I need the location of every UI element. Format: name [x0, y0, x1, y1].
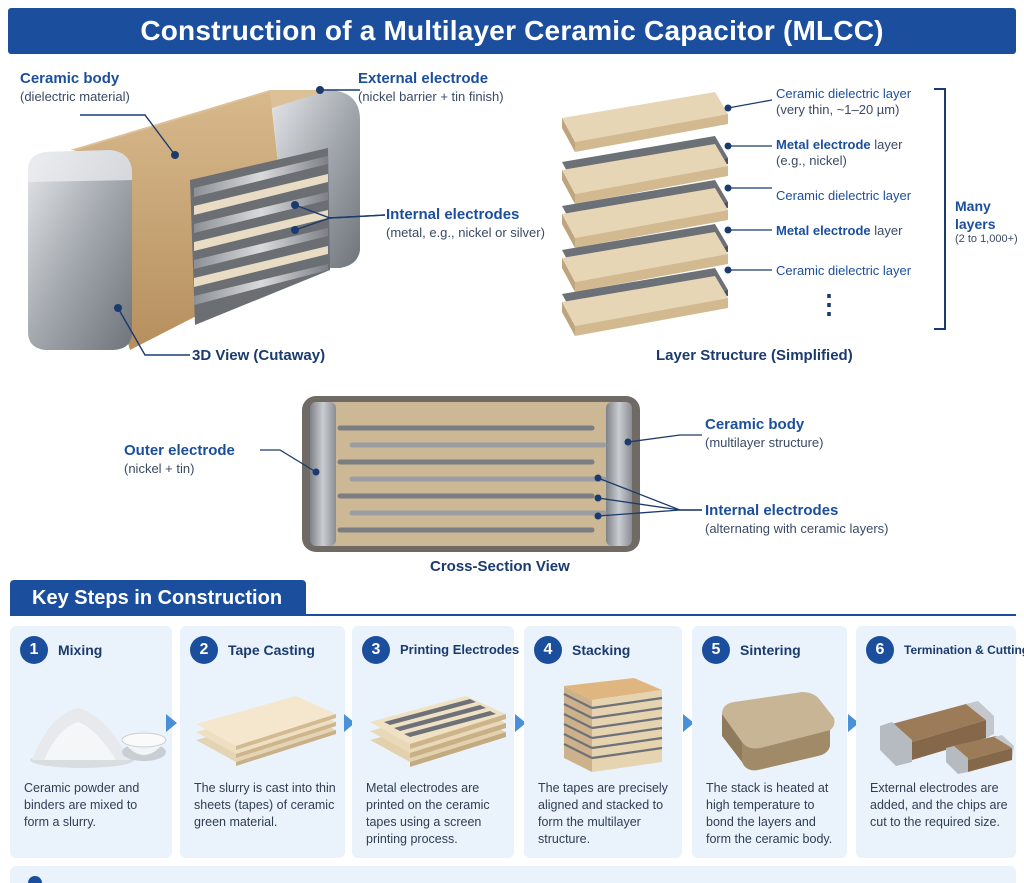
label-outer-electrode: Outer electrode (nickel + tin) — [124, 442, 235, 477]
step-card-3: 3 Printing Electrodes Metal electrodes a… — [352, 626, 519, 858]
label-ceramic-body-3d-title: Ceramic body — [20, 70, 120, 87]
label-outer-electrode-sub: (nickel + tin) — [124, 460, 195, 476]
layer-stack-illustration — [562, 92, 773, 336]
layer-label-1-title: Ceramic dielectric layer — [776, 86, 912, 101]
layer-label-5-title: Ceramic dielectric layer — [776, 263, 912, 278]
info-icon — [28, 876, 42, 883]
step-4-description: The tapes are precisely aligned and stac… — [538, 781, 668, 846]
step-card-2: 2 Tape Casting The slurry is cast into t… — [180, 626, 345, 858]
sintered-block-icon — [722, 692, 835, 771]
step-arrow-4 — [683, 714, 694, 732]
layer-label-2: Metal electrode layer (e.g., nickel) — [776, 137, 902, 170]
step-1-number: 1 — [20, 636, 48, 664]
steps-header-rule — [10, 614, 1016, 616]
step-2-title: Tape Casting — [228, 642, 315, 658]
many-layers-line1: Many — [955, 198, 991, 214]
label-internal-electrodes-cs-sub: (alternating with ceramic layers) — [705, 520, 889, 536]
label-outer-electrode-title: Outer electrode — [124, 442, 235, 459]
layer-label-5: Ceramic dielectric layer — [776, 263, 911, 279]
step-3-description: Metal electrodes are printed on the cera… — [366, 781, 490, 846]
steps-header: Key Steps in Construction — [10, 580, 306, 616]
label-ceramic-body-3d: Ceramic body (dielectric material) — [20, 70, 130, 105]
layer-label-2-rest: layer — [870, 137, 903, 152]
label-internal-electrodes-cs: Internal electrodes (alternating with ce… — [705, 502, 889, 537]
layer-label-4-rest: layer — [870, 223, 903, 238]
step-arrow-3 — [515, 714, 526, 732]
step-5-number: 5 — [702, 636, 730, 664]
step-6-description: External electrodes are added, and the c… — [870, 781, 1008, 829]
layer-label-1: Ceramic dielectric layer (very thin, ~1–… — [776, 86, 911, 119]
step-4-number: 4 — [534, 636, 562, 664]
layer-label-1-sub: (very thin, ~1–20 µm) — [776, 102, 900, 118]
ceramic-tape-sheets-icon — [196, 696, 336, 766]
step-6-number: 6 — [866, 636, 894, 664]
label-ceramic-body-3d-sub: (dielectric material) — [20, 88, 130, 104]
layer-label-2-sub: (e.g., nickel) — [776, 153, 847, 169]
label-ceramic-body-cs: Ceramic body (multilayer structure) — [705, 416, 823, 451]
step-5-description: The stack is heated at high temperature … — [706, 781, 833, 846]
label-ceramic-body-cs-title: Ceramic body — [705, 416, 805, 433]
many-layers-line2: layers — [955, 215, 996, 232]
layer-label-4: Metal electrode layer — [776, 223, 902, 239]
step-card-6: 6 Termination & Cutting External electro… — [856, 626, 1024, 858]
layer-label-3-title: Ceramic dielectric layer — [776, 188, 912, 203]
step-arrow-1 — [166, 714, 177, 732]
caption-layer-structure: Layer Structure (Simplified) — [656, 347, 853, 364]
step-1-title: Mixing — [58, 642, 103, 658]
stack-layers — [562, 92, 728, 336]
step-card-4: 4 Stacking The tapes are precisely align… — [524, 626, 682, 858]
many-layers-sub: (2 to 1,000+) — [955, 233, 1018, 245]
step-arrow-5 — [848, 714, 859, 732]
label-external-electrode-title: External electrode — [358, 70, 489, 87]
label-internal-electrodes-cs-title: Internal electrodes — [705, 502, 839, 519]
ceramic-powder-icon — [30, 708, 167, 768]
many-layers-bracket — [934, 88, 946, 330]
step-4-title: Stacking — [572, 642, 631, 658]
layers-ellipsis: ⋮ — [816, 289, 842, 319]
cross-section-illustration — [260, 396, 702, 552]
layer-label-3: Ceramic dielectric layer — [776, 188, 911, 204]
label-external-electrode: External electrode (nickel barrier + tin… — [358, 70, 504, 105]
layer-label-4-title: Metal electrode — [776, 223, 871, 238]
printed-electrode-tapes-icon — [370, 696, 506, 767]
step-3-number: 3 — [362, 636, 390, 664]
label-ceramic-body-cs-sub: (multilayer structure) — [705, 434, 824, 450]
step-2-description: The slurry is cast into thin sheets (tap… — [194, 781, 336, 829]
label-external-electrode-sub: (nickel barrier + tin finish) — [358, 88, 504, 104]
caption-cross-section: Cross-Section View — [430, 558, 570, 575]
label-internal-electrodes-3d-sub: (metal, e.g., nickel or silver) — [386, 224, 545, 240]
step-card-5: 5 Sintering The stack is heated at high … — [692, 626, 847, 858]
mlcc-3d-cutaway-illustration — [28, 86, 386, 356]
step-5-title: Sintering — [740, 642, 801, 658]
page-title: Construction of a Multilayer Ceramic Cap… — [8, 8, 1016, 54]
stacked-layers-icon — [563, 678, 663, 772]
caption-3d-view: 3D View (Cutaway) — [192, 347, 326, 364]
label-internal-electrodes-3d-title: Internal electrodes — [386, 206, 520, 223]
step-arrow-2 — [344, 714, 355, 732]
step-1-description: Ceramic powder and binders are mixed to … — [24, 781, 140, 829]
step-card-1: 1 Mixing Ceramic powder and binders are … — [10, 626, 172, 858]
label-internal-electrodes-3d: Internal electrodes (metal, e.g., nickel… — [386, 206, 545, 241]
bottom-note-strip — [10, 866, 1016, 883]
finished-chips-icon — [880, 701, 1014, 774]
layer-label-2-title: Metal electrode — [776, 137, 871, 152]
step-2-number: 2 — [190, 636, 218, 664]
cross-section-electrodes — [337, 425, 607, 533]
label-many-layers: Many layers (2 to 1,000+) — [955, 198, 1018, 247]
step-3-title: Printing Electrodes — [400, 642, 520, 657]
step-6-title: Termination & Cutting — [904, 643, 1024, 657]
